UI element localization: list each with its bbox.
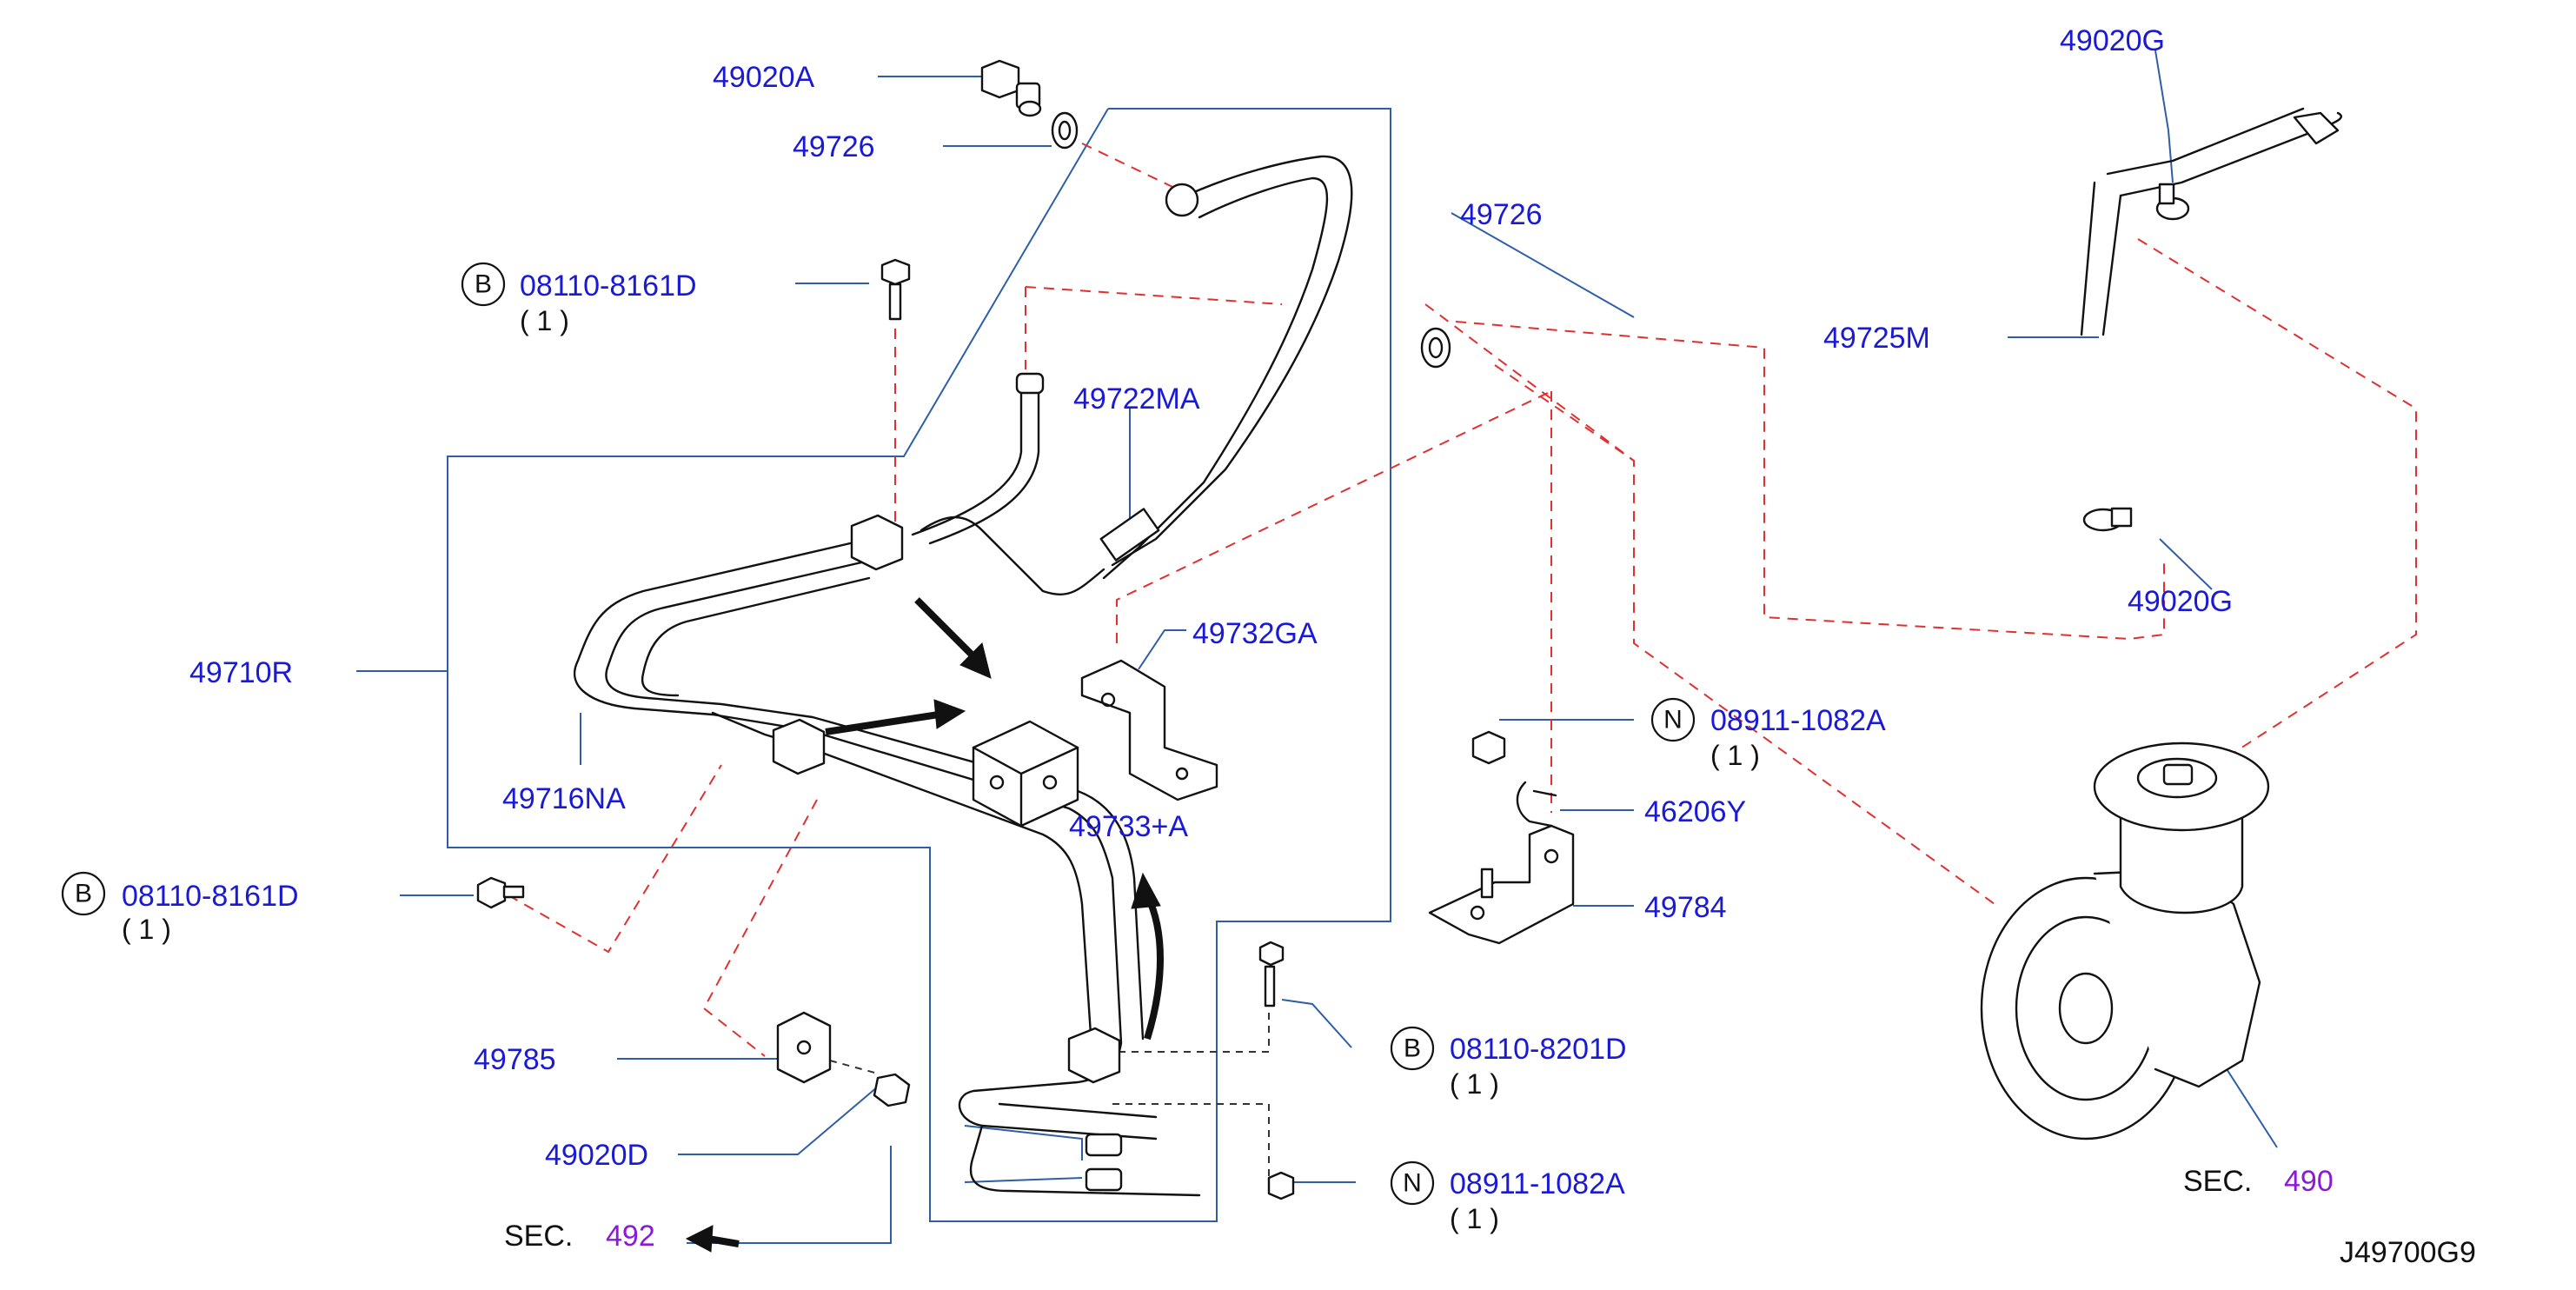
label-46206Y: 46206Y bbox=[1644, 795, 1746, 828]
section-prefix: SEC. bbox=[2183, 1165, 2252, 1198]
label-49722MA: 49722MA bbox=[1073, 382, 1200, 416]
bolt-08110-8161D-low bbox=[476, 876, 525, 909]
callout-symbol: B bbox=[475, 270, 492, 299]
label-49020A: 49020A bbox=[713, 61, 815, 94]
tube-clamp-upper bbox=[850, 514, 904, 571]
nut-08911-1082A-center bbox=[1267, 1171, 1295, 1200]
direction-arrows bbox=[685, 597, 1164, 1253]
label-49726-top: 49726 bbox=[793, 130, 875, 163]
tube-end-fittings bbox=[1085, 1133, 1123, 1192]
bolt-08110-8201D bbox=[1258, 941, 1285, 1007]
callout-quantity: ( 1 ) bbox=[122, 914, 171, 945]
section-prefix: SEC. bbox=[504, 1220, 573, 1253]
label-49733A: 49733+A bbox=[1069, 810, 1188, 843]
bracket-49784 bbox=[1428, 824, 1575, 945]
callout-bolt-center: B 08110-8201D ( 1 ) bbox=[1390, 1026, 1627, 1100]
callout-bolt-top-left: B 08110-8161D ( 1 ) bbox=[461, 262, 697, 336]
callout-quantity: ( 1 ) bbox=[1450, 1203, 1499, 1234]
section-ref-492: SEC. 492 bbox=[504, 1220, 655, 1253]
callout-part-number: 08110-8201D bbox=[1450, 1033, 1627, 1066]
callout-part-number: 08911-1082A bbox=[1710, 704, 1886, 737]
section-number: 492 bbox=[606, 1220, 655, 1253]
hose-clamp-49020G-top bbox=[2155, 183, 2190, 221]
hose-49722MA bbox=[911, 155, 1353, 595]
callout-bolt-low-left: B 08110-8161D ( 1 ) bbox=[61, 871, 299, 945]
tube-clamp-middle bbox=[772, 718, 826, 775]
label-49726-mid: 49726 bbox=[1460, 198, 1543, 231]
callout-nut-right: N 08911-1082A ( 1 ) bbox=[1650, 697, 1886, 771]
assembly-box-49710R bbox=[447, 108, 1391, 1222]
washer-49726-top-inner bbox=[1058, 120, 1072, 141]
section-ref-490: SEC. 490 bbox=[2183, 1165, 2334, 1198]
label-49732GA: 49732GA bbox=[1192, 617, 1318, 650]
power-steering-pump bbox=[1980, 741, 2270, 1140]
nut-08911-1082A-right bbox=[1471, 730, 1506, 765]
callout-part-number: 08110-8161D bbox=[520, 269, 697, 303]
label-49785: 49785 bbox=[474, 1043, 556, 1076]
label-49020G-top: 49020G bbox=[2060, 24, 2165, 57]
hose-clamp-49020G-low bbox=[2082, 507, 2133, 532]
label-49710R: 49710R bbox=[189, 656, 293, 689]
clip-46206Y bbox=[1516, 781, 1557, 828]
drawing-id: J49700G9 bbox=[2340, 1236, 2476, 1269]
callout-symbol: B bbox=[75, 880, 92, 908]
callout-quantity: ( 1 ) bbox=[1450, 1068, 1499, 1100]
clamp-49785 bbox=[776, 1011, 832, 1084]
label-49020D: 49020D bbox=[545, 1139, 648, 1172]
stud-49784 bbox=[1480, 868, 1494, 899]
callout-symbol: N bbox=[1403, 1169, 1422, 1198]
callout-symbol: B bbox=[1404, 1034, 1421, 1063]
label-49716NA: 49716NA bbox=[502, 782, 626, 815]
callout-nut-center: N 08911-1082A ( 1 ) bbox=[1390, 1160, 1625, 1234]
label-49784: 49784 bbox=[1644, 891, 1727, 924]
label-49725M: 49725M bbox=[1823, 322, 1930, 355]
tube-clamp-lower bbox=[1067, 1027, 1121, 1084]
callout-part-number: 08911-1082A bbox=[1450, 1167, 1625, 1200]
washer-49726-mid-inner bbox=[1428, 336, 1444, 359]
rubber-block-49733A bbox=[972, 720, 1079, 828]
washer-49726-top bbox=[1051, 111, 1079, 150]
callout-quantity: ( 1 ) bbox=[1710, 740, 1760, 771]
callout-symbol: N bbox=[1663, 706, 1683, 735]
union-bolt-49020A bbox=[980, 59, 1042, 117]
bolt-08110-8161D-top bbox=[880, 258, 911, 321]
callout-part-number: 08110-8161D bbox=[122, 880, 299, 913]
washer-49726-mid bbox=[1420, 327, 1451, 369]
callout-quantity: ( 1 ) bbox=[520, 305, 569, 336]
dashed-guide-lines bbox=[508, 143, 2417, 1057]
bracket-49732GA bbox=[1080, 659, 1218, 801]
tube-assembly-49716NA bbox=[573, 537, 1201, 1197]
label-49020G-low: 49020G bbox=[2128, 585, 2233, 618]
section-number: 490 bbox=[2284, 1165, 2334, 1198]
hose-49725M bbox=[2080, 107, 2343, 336]
bolt-49020D bbox=[873, 1073, 911, 1107]
